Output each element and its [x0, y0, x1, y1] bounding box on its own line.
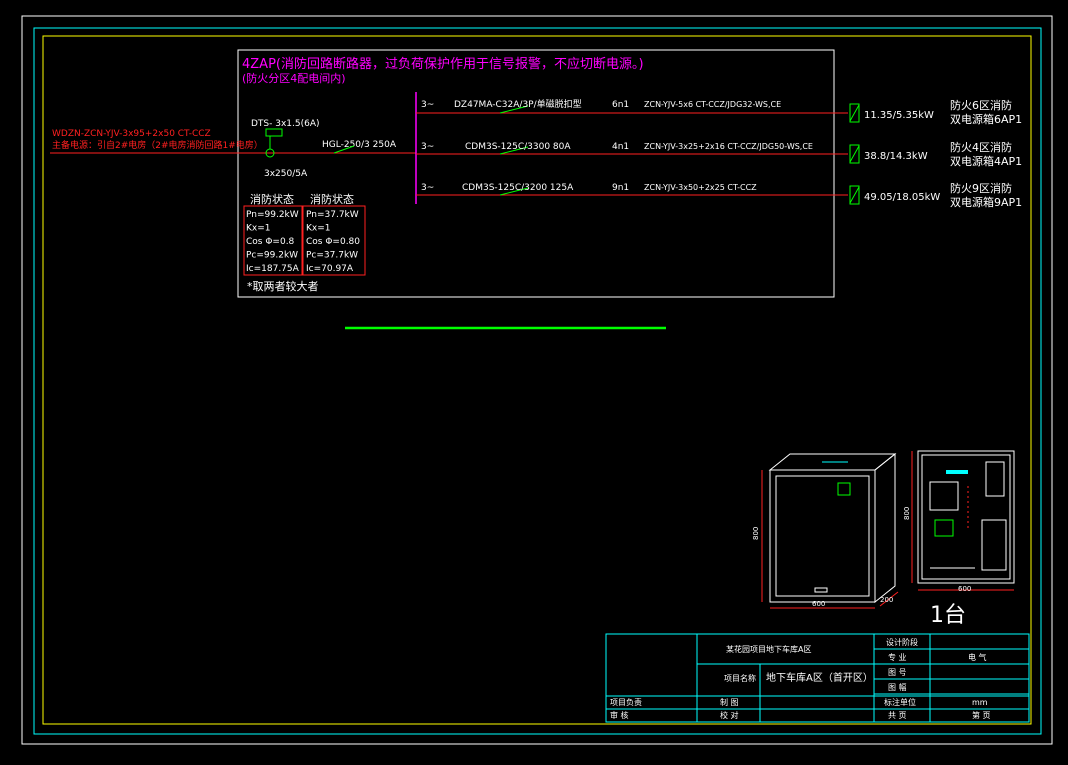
item-value: 地下车库A区（首开区）	[766, 671, 873, 684]
scale-label: 图 幅	[888, 682, 907, 692]
cabinet-window	[837, 482, 851, 496]
nonfire-calc-row: Ic=70.97A	[306, 264, 354, 274]
cabinet-depth-dim: 200	[880, 596, 893, 604]
incoming-source: 主备电源：引自2#电房（2#电房消防回路1#电房）	[52, 139, 263, 151]
dest-line2: 双电源箱9AP1	[950, 195, 1022, 209]
terminal-icon	[849, 144, 860, 164]
fire-calc-row: Kx=1	[246, 224, 271, 234]
terminal-slash	[849, 186, 860, 204]
dest-line2: 双电源箱4AP1	[950, 154, 1022, 168]
main-breaker-icon	[333, 145, 355, 154]
breaker-label: CDM3S-125C/3300 80A	[465, 142, 571, 152]
meter	[985, 461, 1005, 497]
design-stage: 设计阶段	[886, 637, 918, 647]
circuit-row: 3~ DZ47MA-C32A/3P/单磁脱扣型 6n1 ZCN-YJV-5x6 …	[416, 98, 1022, 126]
circuit-cable: ZCN-YJV-5x6 CT-CCZ/JDG32-WS,CE	[644, 100, 781, 109]
terminal-slash	[849, 104, 860, 122]
circuit-cable: ZCN-YJV-3x25+2x16 CT-CCZ/JDG50-WS,CE	[644, 142, 813, 151]
title-block: 某花园项目地下车库A区 项目名称 地下车库A区（首开区） 设计阶段 专 业 电 …	[605, 633, 1030, 723]
nonfire-header: 消防状态	[310, 192, 354, 206]
reviewer: 审 核	[610, 710, 629, 720]
discipline-label: 专 业	[888, 652, 907, 662]
yellow-frame	[42, 35, 1032, 725]
nameplate	[946, 470, 968, 474]
nonfire-calc-row: Kx=1	[306, 224, 331, 234]
load-label: 11.35/5.35kW	[864, 110, 934, 121]
circuit-no: 4n1	[612, 142, 629, 152]
cabinet-isometric: 600 800 200	[752, 452, 899, 609]
breaker-label: DZ47MA-C32A/3P/单磁脱扣型	[454, 98, 582, 110]
fire-table	[243, 205, 303, 276]
panel-subtitle: (防火分区4配电间内)	[242, 71, 346, 85]
terminal-icon	[849, 185, 860, 205]
circuit-cable: ZCN-YJV-3x50+2x25 CT-CCZ	[644, 183, 757, 192]
checked-by: 校 对	[720, 710, 739, 720]
breaker-icon	[499, 105, 529, 114]
drawn-by: 制 图	[720, 697, 739, 707]
breaker-group	[981, 519, 1007, 571]
dts-label: DTS- 3x1.5(6A)	[251, 119, 320, 129]
page-label: 第 页	[972, 710, 991, 720]
phase-label: 3~	[421, 100, 434, 110]
nonfire-calc-row: Pc=37.7kW	[306, 251, 358, 261]
quantity-label: 1台	[930, 603, 966, 628]
circuit-row: 3~ CDM3S-125C/3300 80A 4n1 ZCN-YJV-3x25+…	[416, 140, 1022, 168]
panel-box	[237, 49, 835, 298]
fire-calc-row: Ic=187.75A	[246, 264, 300, 274]
fire-calc-row: Pn=99.2kW	[246, 210, 299, 220]
circuit-row: 3~ CDM3S-125C/3200 125A 9n1 ZCN-YJV-3x50…	[416, 181, 1022, 209]
unit-label: 标注单位	[884, 697, 916, 707]
nonfire-calc-row: Pn=37.7kW	[306, 210, 359, 220]
nonfire-table	[302, 205, 366, 276]
sheet-label: 共 页	[888, 711, 907, 720]
cabinet-width-dim: 600	[812, 600, 825, 608]
circuit-no: 9n1	[612, 183, 629, 193]
outer-frame	[21, 15, 1053, 745]
phase-label: 3~	[421, 183, 434, 193]
unit-value: mm	[972, 698, 988, 707]
load-label: 38.8/14.3kW	[864, 151, 928, 162]
phase-label: 3~	[421, 142, 434, 152]
dest-line1: 防火4区消防	[950, 140, 1012, 154]
cabinet-front-view: 600 800	[903, 450, 1015, 593]
terminal-slash	[849, 145, 860, 163]
dest-line1: 防火9区消防	[950, 181, 1012, 195]
dts-meter-icon	[265, 128, 283, 137]
front-height-dim: 800	[903, 507, 911, 520]
relay	[934, 519, 954, 537]
main-switch	[929, 481, 959, 511]
breaker-icon	[499, 187, 529, 196]
fire-header: 消防状态	[250, 192, 294, 206]
terminal-icon	[849, 103, 860, 123]
cyan-frame	[33, 27, 1042, 735]
calc-note: *取两者较大者	[247, 279, 319, 293]
circuit-no: 6n1	[612, 100, 629, 110]
dest-line2: 双电源箱6AP1	[950, 112, 1022, 126]
incoming-cable: WDZN-ZCN-YJV-3x95+2x50 CT-CCZ	[52, 129, 211, 139]
project-name: 某花园项目地下车库A区	[726, 644, 811, 654]
cabinet-height-dim: 800	[752, 527, 760, 540]
fire-calc-row: Cos Φ=0.8	[246, 237, 295, 247]
item-label: 项目名称	[724, 673, 756, 683]
nonfire-calc-row: Cos Φ=0.80	[306, 237, 360, 247]
breaker-icon	[499, 146, 529, 155]
breaker-label: CDM3S-125C/3200 125A	[462, 183, 574, 193]
discipline-value: 电 气	[968, 652, 987, 662]
project-lead: 项目负责	[610, 697, 642, 707]
panel-title: 4ZAP(消防回路断路器，过负荷保护作用于信号报警，不应切断电源。)	[242, 56, 644, 72]
front-width-dim: 600	[958, 585, 971, 593]
ct-label: 3x250/5A	[264, 169, 308, 179]
dest-line1: 防火6区消防	[950, 98, 1012, 112]
load-label: 49.05/18.05kW	[864, 192, 940, 203]
fire-calc-row: Pc=99.2kW	[246, 251, 298, 261]
main-breaker-label: HGL-250/3 250A	[322, 140, 397, 150]
drawing-no-label: 图 号	[888, 668, 907, 677]
